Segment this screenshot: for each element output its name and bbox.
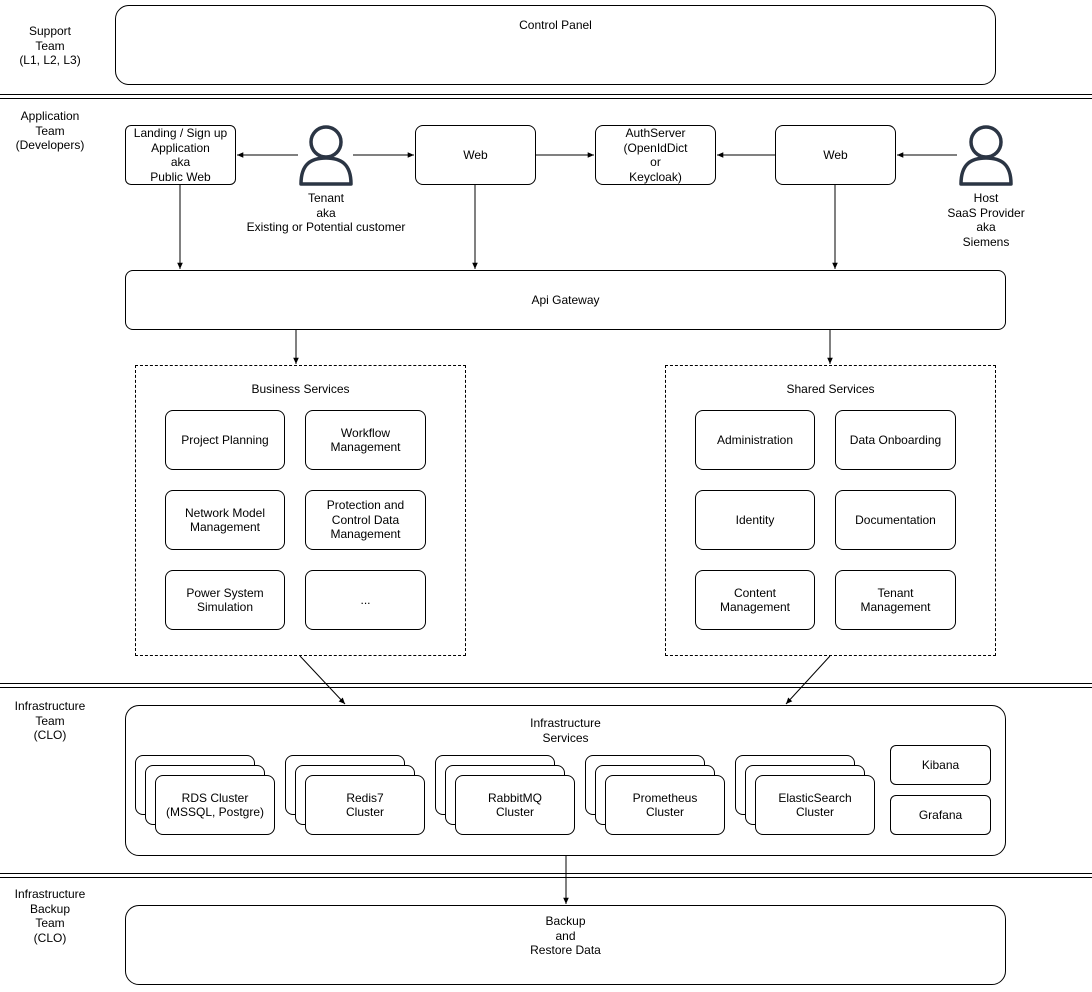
landing-signup-box: Landing / Sign up Application aka Public… — [125, 125, 236, 185]
shared-service-administration: Administration — [695, 410, 815, 470]
business-service-protection-control: Protection and Control Data Management — [305, 490, 426, 550]
rabbitmq-cluster-stack: RabbitMQ Cluster — [435, 755, 576, 836]
host-label: Host SaaS Provider aka Siemens — [947, 191, 1025, 249]
prometheus-cluster-stack: Prometheus Cluster — [585, 755, 726, 836]
shared-service-content-management: Content Management — [695, 570, 815, 630]
lane-label-support: Support Team (L1, L2, L3) — [19, 24, 81, 67]
lane-separator-infrastructure-backup — [0, 873, 1092, 878]
web-host-box: Web — [775, 125, 896, 185]
elasticsearch-cluster-stack: ElasticSearch Cluster — [735, 755, 876, 836]
business-service-power-system-simulation: Power System Simulation — [165, 570, 285, 630]
api-gateway-box: Api Gateway — [125, 270, 1006, 330]
arrow-shared-to-infrastructure — [785, 655, 831, 705]
business-services-title: Business Services — [251, 382, 350, 396]
grafana-box: Grafana — [890, 795, 991, 835]
tenant-label: Tenant aka Existing or Potential custome… — [246, 191, 406, 234]
tenant-user-icon — [299, 125, 353, 186]
lane-separator-application-infrastructure — [0, 683, 1092, 688]
shared-service-data-onboarding: Data Onboarding — [835, 410, 956, 470]
web-tenant-box: Web — [415, 125, 536, 185]
host-user-icon — [959, 125, 1013, 186]
business-services-group: Business Services — [135, 365, 466, 656]
kibana-box: Kibana — [890, 745, 991, 785]
rds-cluster-box: RDS Cluster (MSSQL, Postgre) — [155, 775, 275, 835]
rabbitmq-cluster-box: RabbitMQ Cluster — [455, 775, 575, 835]
rds-cluster-stack: RDS Cluster (MSSQL, Postgre) — [135, 755, 276, 836]
business-service-project-planning: Project Planning — [165, 410, 285, 470]
authserver-box: AuthServer (OpenIdDict or Keycloak) — [595, 125, 716, 185]
control-panel-box: Control Panel — [115, 5, 996, 85]
shared-service-documentation: Documentation — [835, 490, 956, 550]
shared-services-group: Shared Services — [665, 365, 996, 656]
shared-service-identity: Identity — [695, 490, 815, 550]
backup-restore-box: Backup and Restore Data — [125, 905, 1006, 985]
lane-label-backup: Infrastructure Backup Team (CLO) — [14, 887, 86, 945]
lane-label-infrastructure: Infrastructure Team (CLO) — [14, 699, 86, 742]
redis-cluster-stack: Redis7 Cluster — [285, 755, 426, 836]
elasticsearch-cluster-box: ElasticSearch Cluster — [755, 775, 875, 835]
business-service-workflow-management: Workflow Management — [305, 410, 426, 470]
lane-label-application: Application Team (Developers) — [15, 109, 85, 152]
shared-services-title: Shared Services — [786, 382, 875, 396]
business-service-network-model: Network Model Management — [165, 490, 285, 550]
prometheus-cluster-box: Prometheus Cluster — [605, 775, 725, 835]
shared-service-tenant-management: Tenant Management — [835, 570, 956, 630]
arrow-business-to-infrastructure — [299, 655, 346, 705]
lane-separator-support-application — [0, 94, 1092, 99]
business-service-more: ... — [305, 570, 426, 630]
redis-cluster-box: Redis7 Cluster — [305, 775, 425, 835]
